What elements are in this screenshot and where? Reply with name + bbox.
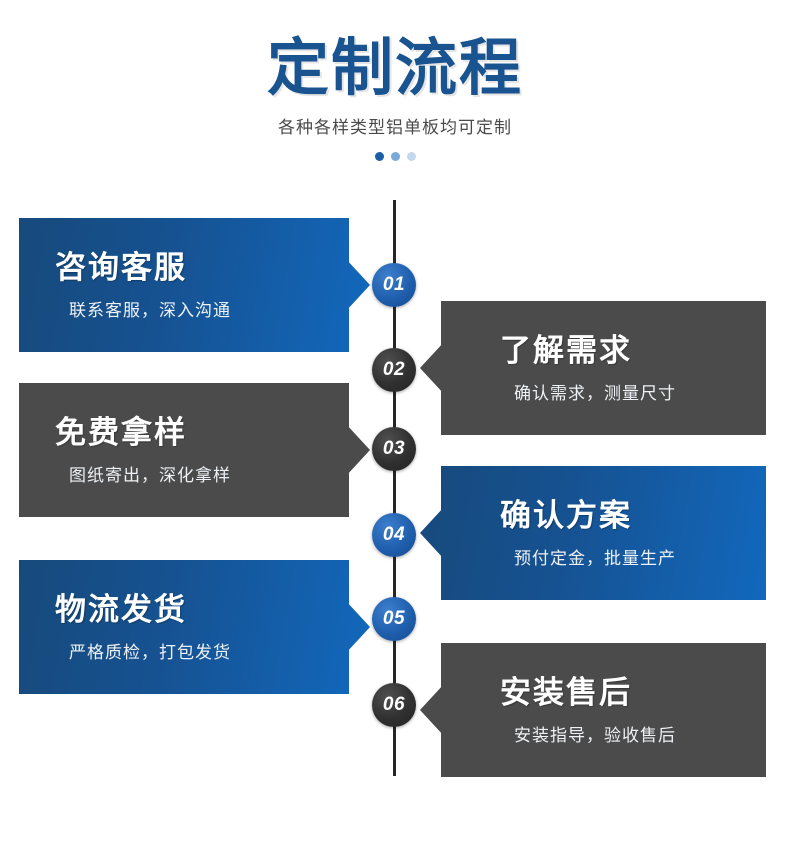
step-badge-01[interactable]: 01 <box>372 263 416 307</box>
step-desc-02: 确认需求，测量尺寸 <box>514 383 676 403</box>
step-title-01: 咨询客服 <box>55 250 187 286</box>
dot-active-icon <box>374 152 384 162</box>
step-title-05: 物流发货 <box>55 592 187 628</box>
step-desc-05: 严格质检，打包发货 <box>69 642 231 662</box>
step-card-01[interactable]: 咨询客服 联系客服，深入沟通 <box>19 218 370 352</box>
timeline-spine <box>393 200 396 776</box>
step-badge-05[interactable]: 05 <box>372 597 416 641</box>
step-badge-06[interactable]: 06 <box>372 683 416 727</box>
step-desc-03: 图纸寄出，深化拿样 <box>69 465 231 485</box>
step-card-04[interactable]: 确认方案 预付定金，批量生产 <box>420 466 766 600</box>
decorative-dots <box>0 138 790 162</box>
step-title-04: 确认方案 <box>500 498 632 534</box>
step-badge-02[interactable]: 02 <box>372 348 416 392</box>
step-badge-03[interactable]: 03 <box>372 427 416 471</box>
step-card-02[interactable]: 了解需求 确认需求，测量尺寸 <box>420 301 766 435</box>
step-badge-04[interactable]: 04 <box>372 513 416 557</box>
step-card-06[interactable]: 安装售后 安装指导，验收售后 <box>420 643 766 777</box>
page-header: 定制流程 各种各样类型铝单板均可定制 <box>0 0 790 190</box>
step-card-03[interactable]: 免费拿样 图纸寄出，深化拿样 <box>19 383 370 517</box>
step-desc-01: 联系客服，深入沟通 <box>69 300 231 320</box>
step-title-02: 了解需求 <box>500 333 632 369</box>
step-card-05[interactable]: 物流发货 严格质检，打包发货 <box>19 560 370 694</box>
step-desc-06: 安装指导，验收售后 <box>514 725 676 745</box>
step-title-06: 安装售后 <box>500 675 632 711</box>
dot-medium-icon <box>390 152 400 162</box>
page-title: 定制流程 <box>266 34 523 103</box>
step-desc-04: 预付定金，批量生产 <box>514 548 676 568</box>
step-title-03: 免费拿样 <box>55 415 187 451</box>
dot-light-icon <box>406 152 416 162</box>
page-subtitle: 各种各样类型铝单板均可定制 <box>278 118 512 138</box>
